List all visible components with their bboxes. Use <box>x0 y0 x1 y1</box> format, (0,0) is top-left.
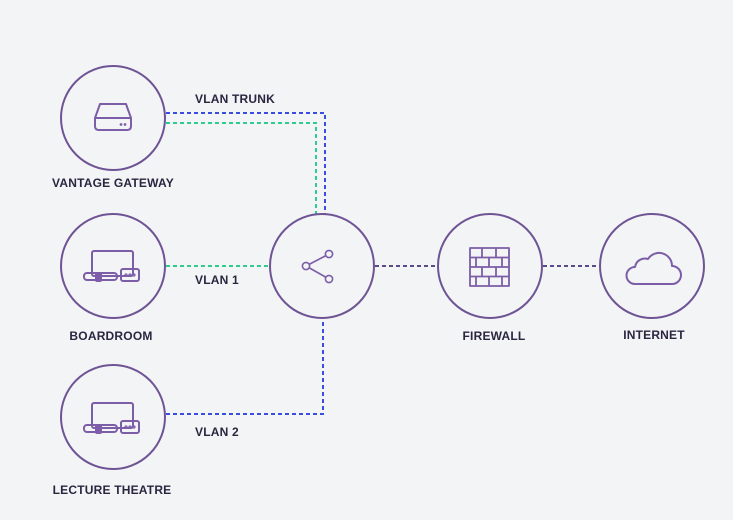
vlan2-line <box>166 320 324 415</box>
display-controller-icon <box>83 250 140 282</box>
node-switch[interactable] <box>269 213 375 319</box>
vlan-trunk-line-blue <box>166 112 326 214</box>
node-boardroom[interactable]: BOARDROOM <box>60 213 166 343</box>
firewall-label: FIREWALL <box>463 329 526 343</box>
hard-drive-icon <box>94 103 132 131</box>
boardroom-label: BOARDROOM <box>69 329 152 343</box>
brick-wall-icon <box>469 247 510 287</box>
vlan2-label: VLAN 2 <box>195 425 239 439</box>
internet-label: INTERNET <box>623 328 685 342</box>
share-network-icon <box>301 249 334 284</box>
vlan1-label: VLAN 1 <box>195 273 239 287</box>
node-vantage-gateway[interactable]: VANTAGE GATEWAY <box>52 65 174 190</box>
node-firewall[interactable]: FIREWALL <box>437 213 543 343</box>
node-lecture-theatre[interactable]: LECTURE THEATRE <box>53 364 172 497</box>
connections <box>166 112 599 415</box>
cloud-icon <box>625 251 682 285</box>
lecture-theatre-label: LECTURE THEATRE <box>53 483 172 497</box>
node-internet[interactable]: INTERNET <box>599 213 705 342</box>
vlan-trunk-line-green <box>166 122 317 214</box>
display-controller-icon <box>83 402 140 434</box>
vlan-trunk-label: VLAN TRUNK <box>195 92 275 106</box>
vantage-gateway-label: VANTAGE GATEWAY <box>52 176 174 190</box>
